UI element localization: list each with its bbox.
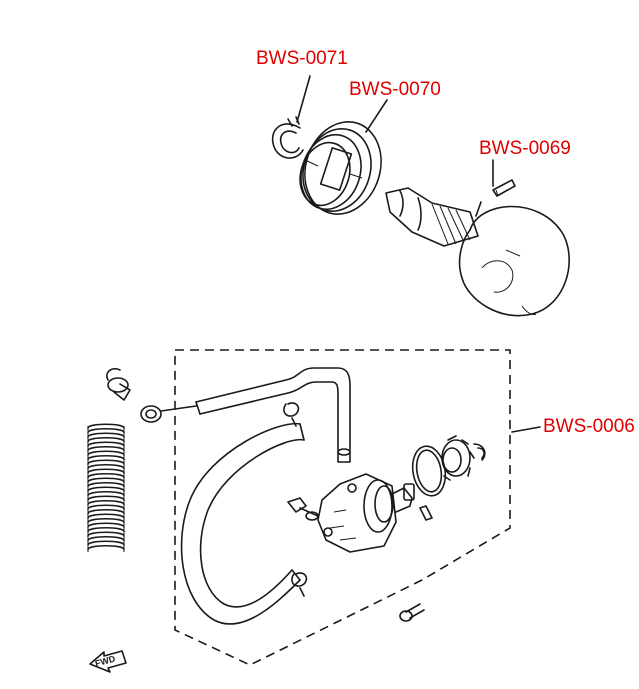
pump-assembly-boundary (174, 349, 511, 666)
spring-coil (87, 481, 125, 488)
spring-coil (87, 459, 125, 465)
lower-hose (180, 422, 305, 625)
hose-clamp (106, 367, 131, 401)
spring-coil (87, 490, 125, 497)
spring-coil (87, 441, 125, 447)
bolt-left (287, 497, 319, 521)
pulley (299, 121, 382, 215)
spring-coil (87, 544, 125, 551)
spring-coil (87, 445, 125, 452)
upper-hose (195, 367, 351, 463)
coil-spring (87, 423, 125, 552)
spring-coil (87, 522, 125, 528)
part-label-bws-0006: BWS-0006 (543, 416, 635, 437)
hose-clip-upper (283, 402, 300, 427)
spring-coil (87, 499, 125, 506)
spring-coil (87, 450, 125, 456)
spring-coil (87, 513, 125, 519)
spring-coil (87, 508, 125, 515)
part-label-bws-0071: BWS-0071 (256, 48, 348, 69)
spring-coil (87, 486, 125, 492)
part-label-bws-0070: BWS-0070 (349, 79, 441, 100)
spring-coil (87, 423, 125, 429)
bolt-lower (399, 603, 425, 622)
spring-coil (87, 468, 125, 474)
part-label-bws-0069: BWS-0069 (479, 138, 571, 159)
shaft-assembly (385, 179, 570, 317)
spring-coil (87, 540, 125, 546)
pump-pin (419, 505, 433, 521)
spring-coil (87, 531, 125, 537)
spring-coil (87, 472, 125, 479)
spring-coil (87, 526, 125, 533)
spring-coil (87, 535, 125, 542)
drive-gear (441, 435, 475, 481)
hose-clip-lower (291, 572, 308, 597)
spring-coil (87, 495, 125, 501)
fwd-arrow: FWD (89, 650, 127, 673)
spring-coil (87, 504, 125, 510)
water-pump-body (317, 473, 415, 553)
spring-coil (87, 517, 125, 524)
hose-end-cap (140, 405, 197, 423)
small-circlip (473, 443, 486, 461)
spring-coil (87, 427, 125, 434)
spring-coil (87, 463, 125, 470)
spring-coil (87, 454, 125, 461)
spring-coil (87, 432, 125, 438)
spring-coil (87, 477, 125, 483)
leader-lines (296, 75, 541, 433)
circlip (271, 116, 304, 159)
spring-coil (87, 436, 125, 443)
